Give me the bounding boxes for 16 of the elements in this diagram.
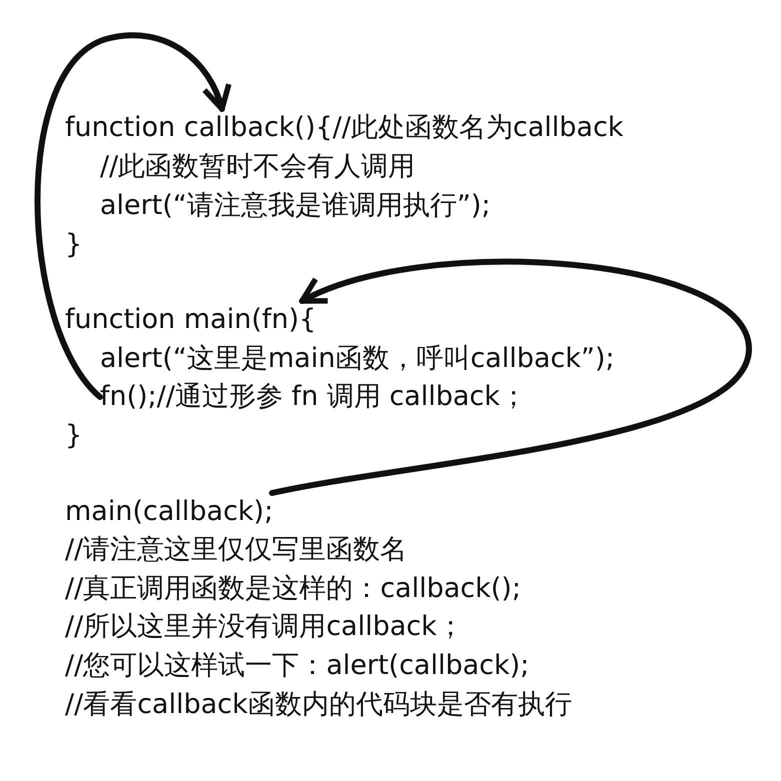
code-line: }: [65, 228, 82, 262]
code-comment: //您可以这样试一下：alert(callback);: [65, 649, 530, 683]
code-comment: //真正调用函数是这样的：callback();: [65, 572, 521, 606]
code-comment: //此函数暂时不会有人调用: [100, 150, 416, 184]
code-line: main(callback);: [65, 493, 274, 531]
code-line: function main(fn){: [65, 301, 316, 339]
code-comment: //看看callback函数内的代码块是否有执行: [65, 688, 572, 722]
code-comment: //请注意这里仅仅写里函数名: [65, 533, 408, 567]
code-line: }: [65, 419, 82, 453]
arrow: [269, 258, 751, 496]
code-line: alert(“这里是main函数，呼叫callback”);: [100, 342, 615, 376]
code-line: alert(“请注意我是谁调用执行”);: [100, 189, 490, 223]
code-line: fn();//通过形参 fn 调用 callback；: [100, 378, 527, 416]
code-line: function callback(){//此处函数名为callback: [65, 109, 624, 147]
code-comment: //所以这里并没有调用callback；: [65, 610, 464, 644]
arrow: [34, 32, 230, 400]
